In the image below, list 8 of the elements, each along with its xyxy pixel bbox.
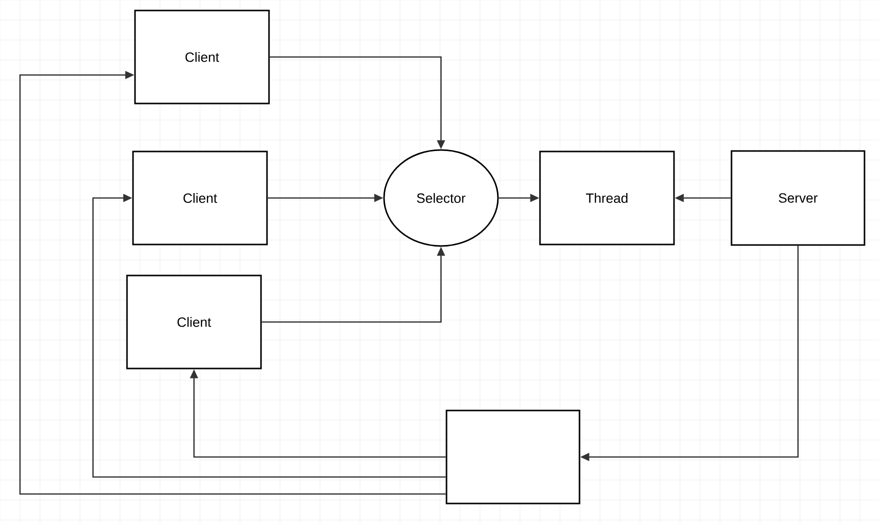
- arrow: [92, 194, 446, 478]
- process-box: Client: [132, 150, 268, 246]
- process-box: Server: [730, 150, 866, 246]
- process-box: [446, 410, 580, 504]
- process-box: Client: [126, 274, 262, 370]
- process-box: Client: [134, 10, 270, 104]
- process-box: Thread: [539, 150, 675, 246]
- arrow: [19, 70, 446, 495]
